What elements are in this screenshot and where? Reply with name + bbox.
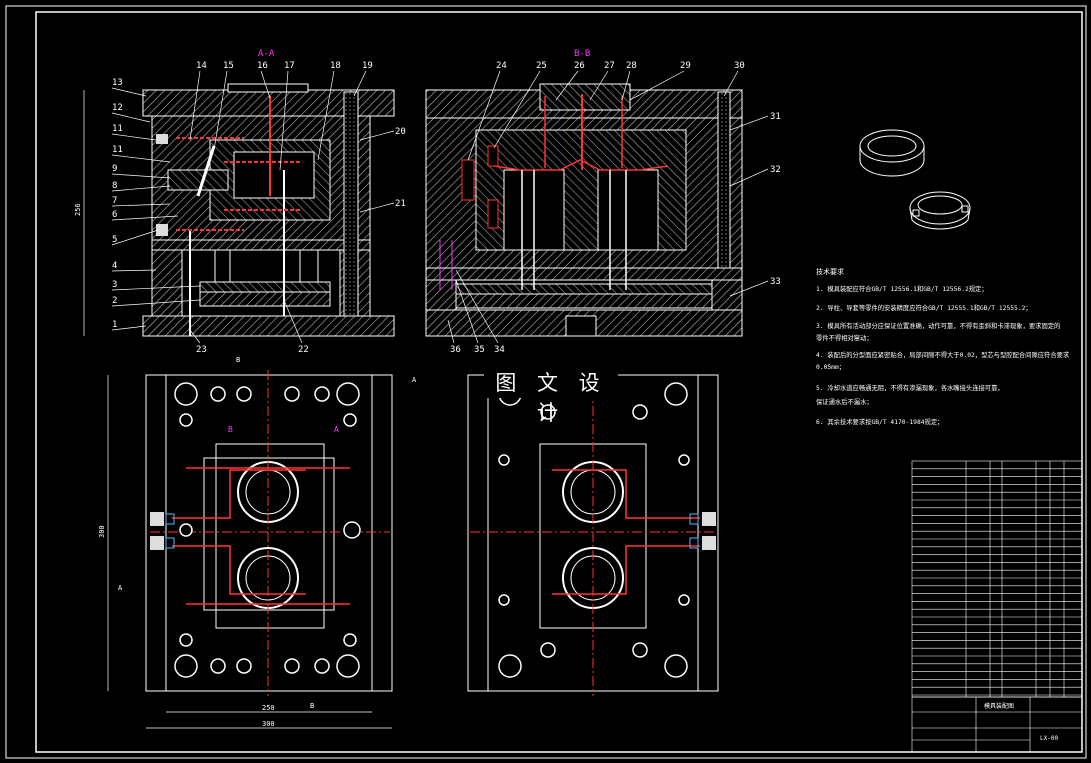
callout: 19	[362, 61, 373, 71]
section-view-aa: A-A	[74, 49, 395, 337]
callout: 1	[112, 320, 117, 330]
watermark-title: 图 文 设 计	[484, 368, 618, 425]
callout: 27	[604, 61, 615, 71]
note-line: 5. 冷却水道应畅通无阻，不得有渗漏现象，各水嘴接头连接可靠，	[816, 383, 1004, 392]
title-block-drawing-title: 模具装配图	[984, 702, 1014, 710]
callout: 24	[496, 61, 507, 71]
dim-left-height: 256	[74, 203, 82, 216]
callouts-right-view: 24 25 26 27 28 29 30 31 32 33 36 35 34	[447, 61, 781, 355]
plan-a-marker: A	[118, 584, 123, 592]
note-line: 零件不得相对窜动；	[816, 333, 873, 342]
section-label-bb: B-B	[574, 49, 590, 59]
callout: 11	[112, 124, 123, 134]
notes-title: 技术要求	[816, 267, 844, 276]
callout: 5	[112, 235, 117, 245]
section-marker-a-top: A	[334, 425, 339, 434]
title-block-drawing-no: LX-00	[1040, 735, 1058, 742]
plan-b-marker-bottom: B	[310, 702, 314, 710]
callouts-left-view: 13 12 11 11 9 8 7 6 5 4 3 2 1 14 15 16 1…	[111, 61, 406, 355]
callout: 9	[112, 164, 117, 174]
dim-plan-width-inner: 250	[262, 704, 275, 712]
callout: 30	[734, 61, 745, 71]
section-marker-b-top: B	[228, 425, 233, 434]
note-line: 3. 模具所有活动部分应保证位置准确，动作可靠，不得有歪斜和卡滞现象，要求固定的	[816, 321, 1060, 330]
callout: 34	[494, 345, 505, 355]
callout: 35	[474, 345, 485, 355]
dim-plan-width-outer: 300	[262, 720, 275, 728]
callout: 12	[112, 103, 123, 113]
callout: 22	[298, 345, 309, 355]
callout: 14	[196, 61, 207, 71]
callout: 6	[112, 210, 117, 220]
note-line: 6. 其余技术要求按GB/T 4170-1984规定；	[816, 417, 943, 426]
callout: 7	[112, 196, 117, 206]
part-isometric-sketch	[859, 129, 971, 230]
callout: 23	[196, 345, 207, 355]
callout: 33	[770, 277, 781, 287]
sheet-inner-border	[35, 11, 1083, 753]
note-line: 1. 模具装配应符合GB/T 12556.1和GB/T 12556.2规定；	[816, 284, 988, 293]
sheet-outer-border	[5, 5, 1087, 759]
callout: 31	[770, 112, 781, 122]
callout: 17	[284, 61, 295, 71]
section-view-bb: B-B	[425, 49, 743, 337]
callout: 32	[770, 165, 781, 175]
callout: 28	[626, 61, 637, 71]
callout: 25	[536, 61, 547, 71]
parts-list-table	[911, 460, 1083, 753]
callout: 13	[112, 78, 123, 88]
plan-b-marker: B	[236, 356, 240, 364]
technical-requirements: 技术要求 1. 模具装配应符合GB/T 12556.1和GB/T 12556.2…	[816, 267, 1070, 426]
callout: 26	[574, 61, 585, 71]
callout: 8	[112, 181, 117, 191]
callout: 4	[112, 261, 117, 271]
callout: 21	[395, 199, 406, 209]
callout: 3	[112, 280, 117, 290]
callout: 29	[680, 61, 691, 71]
callout: 36	[450, 345, 461, 355]
callout: 20	[395, 127, 406, 137]
plan-view-fixed-half	[467, 370, 719, 696]
callout: 11	[112, 145, 123, 155]
note-line: 保证通水后不漏水；	[816, 397, 873, 406]
note-line: 4. 装配后的分型面应紧密贴合，局部间隙不得大于0.02，型芯与型腔配合间隙应符…	[816, 350, 1070, 359]
callout: 18	[330, 61, 341, 71]
callout: 2	[112, 296, 117, 306]
plan-a-marker-right: A	[412, 376, 417, 384]
section-label-aa: A-A	[258, 49, 275, 59]
note-line: 2. 导柱、导套等零件的安装精度应符合GB/T 12555.1和GB/T 125…	[816, 303, 1032, 312]
note-line: 0.05mm；	[816, 364, 845, 371]
plan-view-moving-half: A B B B A A 300 250 300	[98, 356, 417, 729]
dim-plan-height: 300	[98, 525, 106, 538]
callout: 15	[223, 61, 234, 71]
callout: 16	[257, 61, 268, 71]
